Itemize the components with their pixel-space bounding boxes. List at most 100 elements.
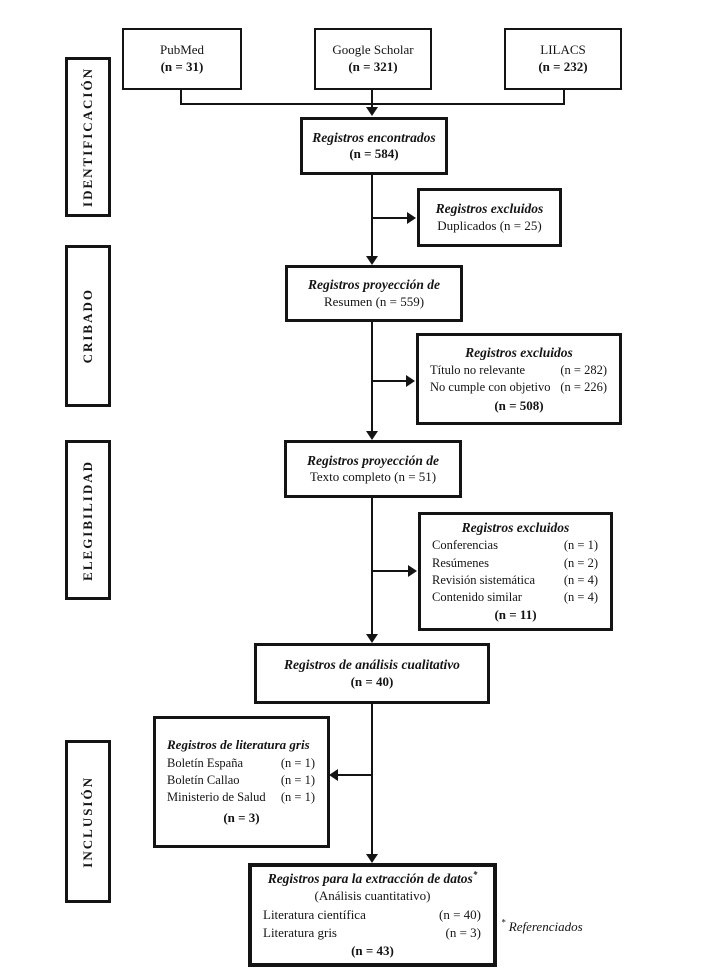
- data-extraction-total: (n = 43): [351, 942, 394, 958]
- list-item-label: Contenido similar: [432, 590, 522, 605]
- connector-pubmed-stem: [180, 90, 182, 104]
- stage-inclusion: INCLUSIÓN: [65, 740, 111, 903]
- grey-literature-total: (n = 3): [223, 810, 260, 826]
- list-item: Literatura científica (n = 40): [252, 906, 493, 924]
- source-google-scholar-name: Google Scholar: [332, 42, 414, 58]
- arrowhead-into-extraction-icon: [366, 854, 378, 863]
- excluded-screening-title: Registros excluidos: [465, 344, 573, 360]
- screening-abstract-title: Registros proyección de: [308, 277, 440, 293]
- box-records-found: Registros encontrados (n = 584): [300, 117, 448, 175]
- list-item-label: Ministerio de Salud: [167, 790, 266, 805]
- list-item-label: Conferencias: [432, 538, 498, 553]
- footnote: * Referenciados: [501, 917, 641, 935]
- list-item: Título no relevante (n = 282): [419, 362, 619, 379]
- excluded-fulltext-list: Conferencias (n = 1) Resúmenes (n = 2) R…: [421, 537, 610, 606]
- arrowhead-into-found-icon: [366, 107, 378, 116]
- list-item: Literatura gris (n = 3): [252, 924, 493, 942]
- connector-qualitative-to-extraction: [371, 704, 373, 855]
- stage-cribado-label: CRIBADO: [80, 288, 95, 364]
- connector-branch-excluded-fulltext: [372, 570, 409, 572]
- list-item: Ministerio de Salud (n = 1): [156, 789, 327, 806]
- records-found-count: (n = 584): [349, 146, 399, 162]
- list-item-count: (n = 2): [563, 555, 598, 570]
- list-item: Resúmenes (n = 2): [421, 555, 610, 572]
- excluded-screening-total: (n = 508): [494, 397, 544, 413]
- list-item-count: (n = 1): [280, 755, 315, 770]
- box-qualitative-analysis: Registros de análisis cualitativo (n = 4…: [254, 643, 490, 704]
- list-item: Boletín Callao (n = 1): [156, 772, 327, 789]
- footnote-text: Referenciados: [508, 919, 583, 934]
- list-item: Contenido similar (n = 4): [421, 589, 610, 606]
- list-item-label: Título no relevante: [430, 363, 526, 378]
- list-item-count: (n = 4): [563, 590, 598, 605]
- list-item: Boletín España (n = 1): [156, 755, 327, 772]
- list-item-label: Boletín Callao: [167, 772, 240, 787]
- source-lilacs-count: (n = 232): [538, 59, 588, 74]
- list-item-count: (n = 3): [445, 924, 482, 940]
- connector-fulltext-to-qualitative: [371, 498, 373, 635]
- footnote-marker: *: [501, 917, 506, 928]
- list-item: Revisión sistemática (n = 4): [421, 572, 610, 589]
- connector-abstract-to-fulltext: [371, 322, 373, 432]
- box-data-extraction: Registros para la extracción de datos* (…: [248, 863, 497, 967]
- box-excluded-fulltext: Registros excluidos Conferencias (n = 1)…: [418, 512, 613, 631]
- connector-lilacs-stem: [563, 90, 565, 104]
- excluded-fulltext-total: (n = 11): [494, 607, 537, 623]
- list-item-count: (n = 282): [560, 363, 607, 378]
- arrowhead-into-excluded-fulltext-icon: [408, 565, 417, 577]
- connector-center-stem: [371, 90, 373, 108]
- source-google-scholar-count: (n = 321): [348, 59, 398, 74]
- list-item-count: (n = 1): [280, 772, 315, 787]
- list-item: Conferencias (n = 1): [421, 537, 610, 554]
- connector-branch-excluded-screening: [372, 380, 407, 382]
- arrowhead-into-excluded-screening-icon: [406, 375, 415, 387]
- data-extraction-subtitle: (Análisis cuantitativo): [314, 887, 431, 903]
- excluded-duplicates-detail: Duplicados (n = 25): [437, 217, 542, 233]
- arrowhead-into-abstract-icon: [366, 256, 378, 265]
- screening-fulltext-detail: Texto completo (n = 51): [309, 469, 437, 485]
- data-extraction-list: Literatura científica (n = 40) Literatur…: [252, 906, 493, 942]
- box-excluded-duplicates: Registros excluidos Duplicados (n = 25): [417, 188, 562, 247]
- stage-inclusion-label: INCLUSIÓN: [80, 775, 95, 868]
- grey-literature-title: Registros de literatura gris: [167, 736, 310, 752]
- qualitative-title: Registros de análisis cualitativo: [284, 657, 460, 673]
- excluded-duplicates-title: Registros excluidos: [435, 201, 544, 217]
- arrowhead-into-qualitative-icon: [366, 634, 378, 643]
- arrowhead-into-grey-literature-icon: [329, 769, 338, 781]
- grey-literature-list: Boletín España (n = 1) Boletín Callao (n…: [156, 755, 327, 807]
- box-excluded-screening: Registros excluidos Título no relevante …: [416, 333, 622, 425]
- excluded-screening-list: Título no relevante (n = 282) No cumple …: [419, 362, 619, 397]
- source-pubmed-count: (n = 31): [160, 59, 204, 74]
- list-item-label: Resúmenes: [432, 555, 489, 570]
- data-extraction-title: Registros para la extracción de datos*: [267, 869, 478, 887]
- records-found-title: Registros encontrados: [312, 129, 436, 145]
- arrowhead-into-fulltext-icon: [366, 431, 378, 440]
- stage-elegibilidad-label: ELEGIBILIDAD: [80, 459, 95, 581]
- list-item-count: (n = 226): [560, 380, 607, 395]
- screening-abstract-detail: Resumen (n = 559): [323, 293, 425, 309]
- source-pubmed-name: PubMed: [159, 42, 205, 58]
- connector-found-to-abstract: [371, 175, 373, 257]
- qualitative-count: (n = 40): [350, 673, 394, 689]
- box-screening-fulltext: Registros proyección de Texto completo (…: [284, 440, 462, 498]
- list-item-count: (n = 1): [563, 538, 598, 553]
- source-lilacs-name: LILACS: [540, 42, 586, 58]
- list-item-count: (n = 1): [280, 790, 315, 805]
- stage-identificacion: IDENTIFICACIÓN: [65, 57, 111, 217]
- source-box-pubmed: PubMed (n = 31): [122, 28, 242, 90]
- list-item-label: Boletín España: [167, 755, 244, 770]
- list-item-label: No cumple con objetivo: [430, 380, 551, 395]
- data-extraction-title-marker: *: [472, 869, 478, 880]
- box-grey-literature: Registros de literatura gris Boletín Esp…: [153, 716, 330, 848]
- list-item-count: (n = 40): [439, 906, 481, 922]
- connector-branch-grey-literature: [338, 774, 373, 776]
- excluded-fulltext-title: Registros excluidos: [461, 519, 570, 535]
- list-item-label: Literatura gris: [263, 924, 337, 940]
- source-box-lilacs: LILACS (n = 232): [504, 28, 622, 90]
- list-item-label: Literatura científica: [263, 906, 366, 922]
- list-item-count: (n = 4): [563, 572, 598, 587]
- stage-elegibilidad: ELEGIBILIDAD: [65, 440, 111, 600]
- screening-fulltext-title: Registros proyección de: [307, 452, 439, 468]
- list-item-label: Revisión sistemática: [432, 572, 536, 587]
